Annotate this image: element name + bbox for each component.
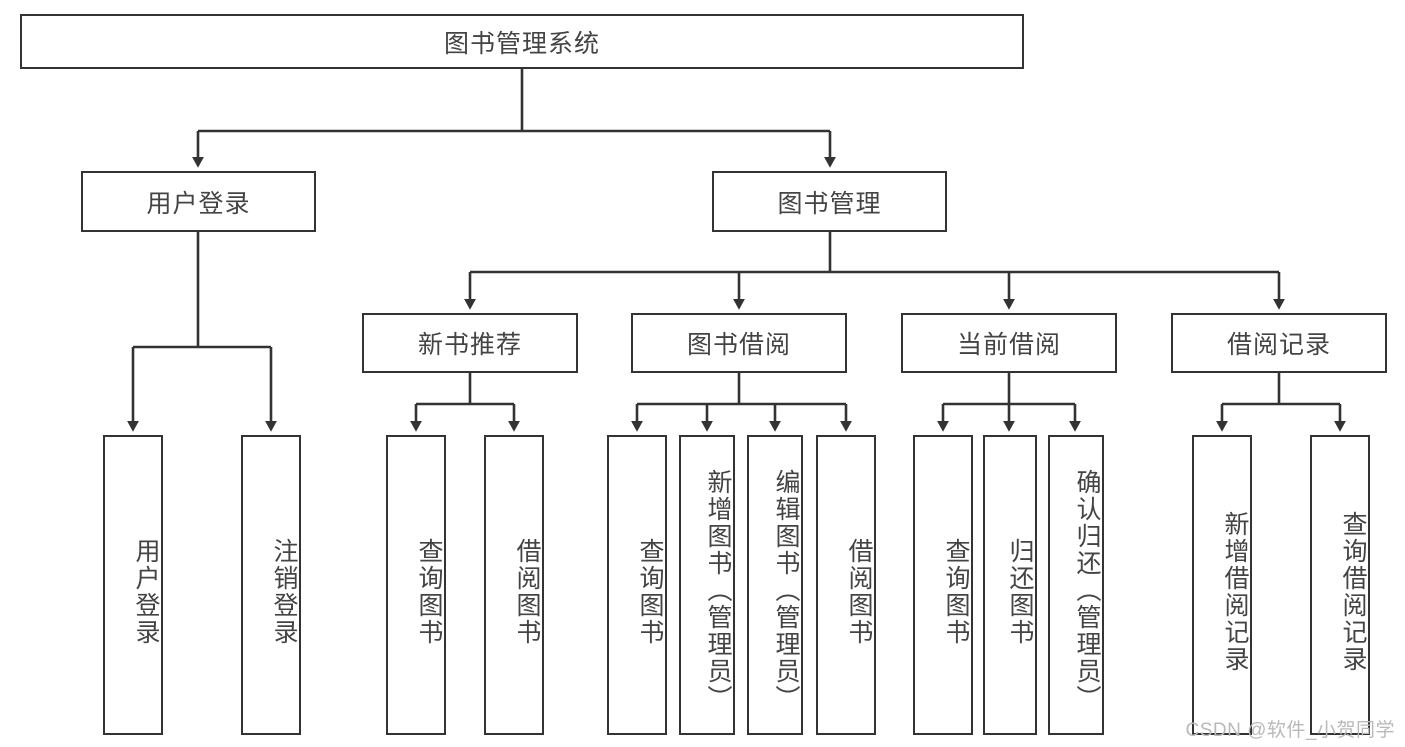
node-leaf-return-book[interactable]: 归还图书 [983, 435, 1037, 735]
node-leaf-query-borrow-record[interactable]: 查询借阅记录 [1310, 435, 1370, 735]
watermark: CSDN @软件_小贺同学 [1185, 720, 1395, 741]
node-tier2-book-management[interactable]: 图书管理 [712, 171, 947, 232]
node-leaf-borrow-book[interactable]: 借阅图书 [816, 435, 876, 735]
node-leaf-user-logout[interactable]: 注销登录 [241, 435, 301, 735]
node-leaf-edit-book-admin[interactable]: 编辑图书（管理员） [747, 435, 803, 735]
node-root[interactable]: 图书管理系统 [20, 14, 1024, 69]
node-leaf-confirm-return-admin[interactable]: 确认归还（管理员） [1048, 435, 1104, 735]
node-leaf-query-book-current[interactable]: 查询图书 [913, 435, 973, 735]
node-leaf-borrow-book-recommend[interactable]: 借阅图书 [484, 435, 544, 735]
node-leaf-add-book-admin[interactable]: 新增图书（管理员） [679, 435, 735, 735]
node-leaf-query-book-borrow[interactable]: 查询图书 [607, 435, 667, 735]
node-leaf-add-borrow-record[interactable]: 新增借阅记录 [1192, 435, 1252, 735]
node-leaf-query-book-recommend[interactable]: 查询图书 [386, 435, 446, 735]
node-tier3-current-borrow[interactable]: 当前借阅 [901, 313, 1117, 373]
node-leaf-user-login[interactable]: 用户登录 [103, 435, 163, 735]
node-tier3-borrow-record[interactable]: 借阅记录 [1171, 313, 1387, 373]
node-tier3-book-borrow[interactable]: 图书借阅 [631, 313, 847, 373]
node-tier3-new-book-recommend[interactable]: 新书推荐 [362, 313, 578, 373]
node-tier2-user-login[interactable]: 用户登录 [81, 171, 316, 232]
